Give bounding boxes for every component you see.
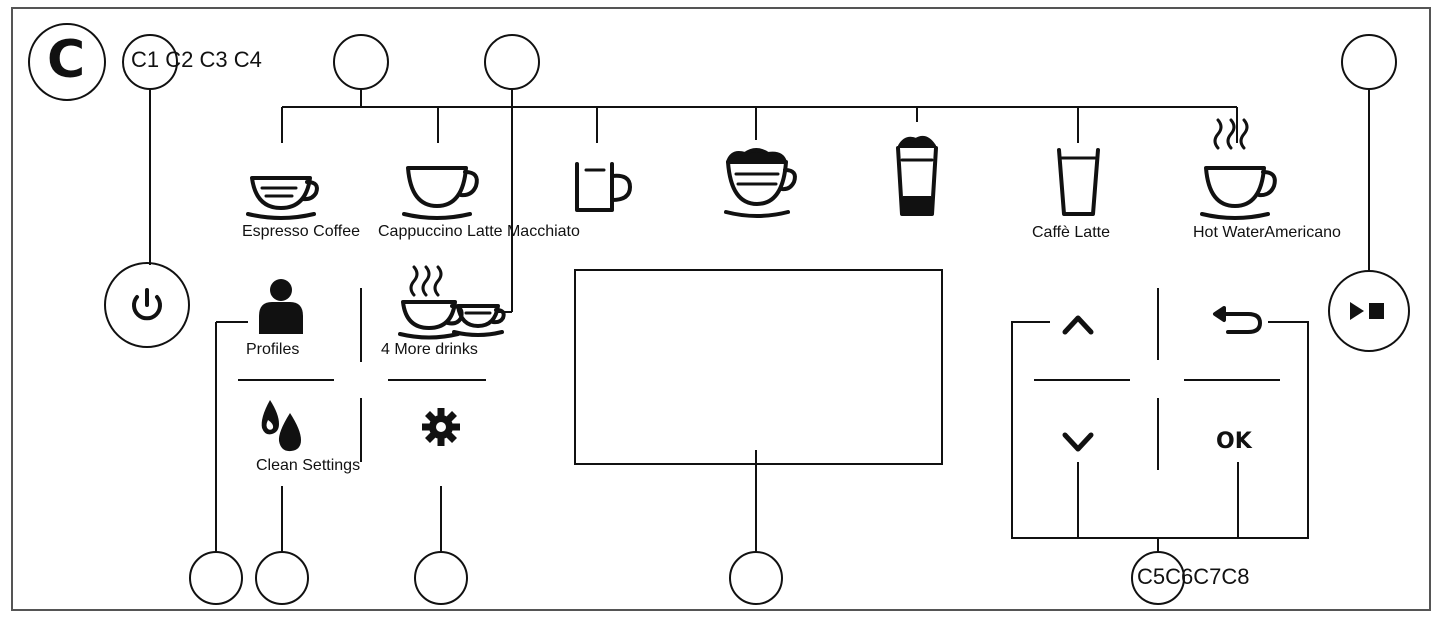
callout-circle-display bbox=[729, 551, 783, 605]
callout-circle-c bbox=[28, 23, 106, 101]
latte-macchiato-glass-icon[interactable] bbox=[896, 136, 938, 216]
callout-circle-settings bbox=[414, 551, 468, 605]
top-callout-labels: C1 C2 C3 C4 bbox=[131, 47, 262, 72]
person-icon[interactable] bbox=[259, 279, 303, 334]
more-drinks-label: 4 More drinks bbox=[381, 341, 478, 358]
power-button-outline bbox=[104, 262, 190, 348]
drink-label-cappuccino-latte-macchiato: Cappuccino Latte Macchiato bbox=[378, 223, 580, 240]
callout-circle-more-drinks bbox=[484, 34, 540, 90]
drink-label-espresso-coffee: Espresso Coffee bbox=[242, 223, 360, 240]
caffe-latte-glass-icon[interactable] bbox=[1057, 148, 1100, 216]
profiles-label: Profiles bbox=[246, 341, 300, 358]
coffee-cup-icon[interactable] bbox=[402, 166, 479, 220]
more-drinks-icon[interactable] bbox=[398, 265, 506, 340]
hot-water-cup-icon[interactable] bbox=[1200, 118, 1277, 220]
display-screen bbox=[574, 269, 943, 465]
nav-bracket bbox=[1011, 321, 1309, 539]
callout-circle-drinks bbox=[333, 34, 389, 90]
cappuccino-cup-icon[interactable] bbox=[724, 148, 797, 218]
section-letter: C bbox=[47, 30, 86, 90]
clean-settings-label: Clean Settings bbox=[256, 457, 361, 474]
mug-icon[interactable] bbox=[575, 162, 632, 212]
gear-icon[interactable] bbox=[422, 408, 460, 446]
bottom-callout-labels: C5C6C7C8 bbox=[1137, 564, 1250, 589]
back-arrow-icon[interactable] bbox=[1213, 306, 1262, 334]
callout-circle-profiles bbox=[189, 551, 243, 605]
water-drops-icon[interactable] bbox=[261, 400, 301, 452]
drink-label-hot-water-americano: Hot WaterAmericano bbox=[1193, 224, 1341, 241]
start-stop-button-outline bbox=[1328, 270, 1410, 352]
callout-circle-clean bbox=[255, 551, 309, 605]
play-stop-icon[interactable] bbox=[1350, 302, 1384, 320]
ok-button[interactable]: OK bbox=[1216, 429, 1252, 454]
drink-label-caffe-latte: Caffè Latte bbox=[1032, 224, 1110, 241]
espresso-cup-icon[interactable] bbox=[246, 176, 319, 220]
power-icon[interactable] bbox=[132, 288, 162, 321]
callout-circle-start bbox=[1341, 34, 1397, 90]
chevron-up-icon[interactable] bbox=[1062, 315, 1094, 335]
panel-border bbox=[11, 7, 1431, 611]
chevron-down-icon[interactable] bbox=[1062, 432, 1094, 452]
